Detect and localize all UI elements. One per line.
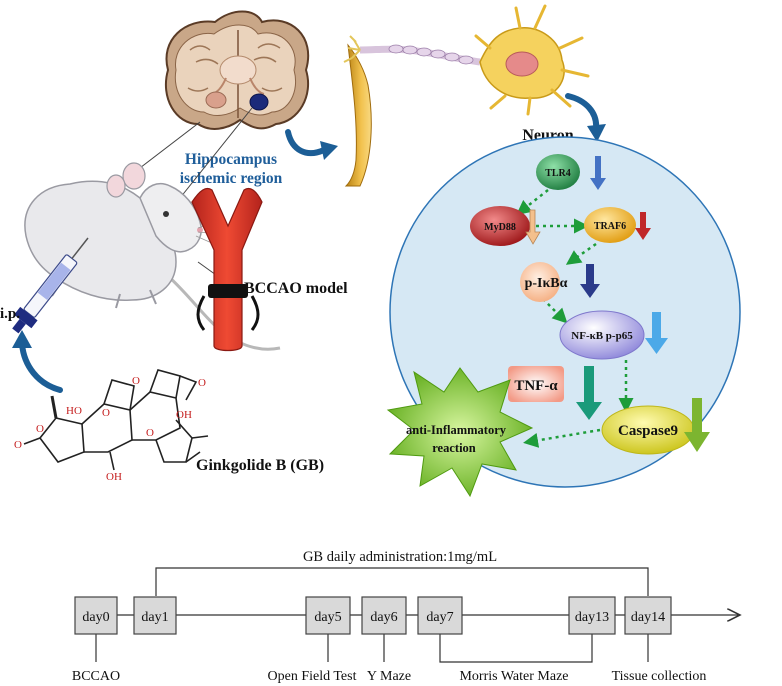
down-arrow-tlr4 xyxy=(590,156,606,190)
event-morris-water-maze: Morris Water Maze xyxy=(459,669,568,684)
down-arrow-tnfa xyxy=(576,366,602,420)
timeline: GB daily administration:1mg/mL day0 day1… xyxy=(72,549,740,684)
day-label-0: day0 xyxy=(82,610,109,625)
day-box-5 xyxy=(305,596,351,635)
down-arrow-traf6 xyxy=(635,212,651,240)
node-traf6-label: TRAF6 xyxy=(594,221,626,232)
neuron-illustration xyxy=(343,4,590,116)
bccao-artery-illustration xyxy=(191,187,263,352)
bccao-model-label: BCCAO model xyxy=(244,280,348,297)
day-box-7 xyxy=(417,596,463,635)
node-traf6 xyxy=(584,207,636,243)
day-label-14: day14 xyxy=(631,610,665,625)
anti-inflammatory-line1: anti-Inflammatory xyxy=(406,423,507,437)
atom-oh-right: OH xyxy=(176,409,192,421)
ginkgolide-b-molecule xyxy=(23,369,209,471)
event-tissue-collection: Tissue collection xyxy=(612,669,707,684)
day-label-7: day7 xyxy=(426,610,453,625)
anti-inflammatory-burst xyxy=(386,367,534,498)
brain-section-illustration xyxy=(164,10,309,130)
atom-oh-bottom: OH xyxy=(106,471,122,483)
node-myd88 xyxy=(470,206,530,246)
node-tnfa-label: TNF-α xyxy=(514,378,558,394)
atom-o-ring1: O xyxy=(36,423,44,435)
node-nfkb-label: NF-κB p-p65 xyxy=(571,330,633,342)
atom-ho: HO xyxy=(66,405,82,417)
node-caspase9-label: Caspase9 xyxy=(618,423,678,439)
day-label-1: day1 xyxy=(141,610,168,625)
pathway-dotted-arrows xyxy=(516,189,634,448)
event-y-maze: Y Maze xyxy=(367,669,411,684)
brain-to-hippocampus-arrow xyxy=(285,129,327,157)
hippocampus-tissue-strip xyxy=(344,43,372,187)
day-label-13: day13 xyxy=(575,610,609,625)
day-label-5: day5 xyxy=(314,610,341,625)
day-box-1 xyxy=(133,596,177,635)
event-bccao: BCCAO xyxy=(72,669,120,684)
atom-o-carbonyl: O xyxy=(198,377,206,389)
ip-label: i.p. xyxy=(0,306,20,322)
administration-label: GB daily administration:1mg/mL xyxy=(303,549,497,565)
morris-bracket xyxy=(439,634,593,663)
node-tlr4-label: TLR4 xyxy=(545,168,571,179)
atom-o-top: O xyxy=(132,375,140,387)
node-myd88-label: MyD88 xyxy=(484,222,516,233)
down-arrow-myd88 xyxy=(525,209,541,245)
event-open-field: Open Field Test xyxy=(268,669,357,684)
day-box-6 xyxy=(361,596,407,635)
down-arrows xyxy=(525,156,710,452)
syringe-illustration xyxy=(12,237,89,334)
molecule-atom-labels: HO OH OH O O O O O O xyxy=(14,375,206,483)
gb-to-mouse-arrow xyxy=(19,341,63,393)
node-tnfa xyxy=(508,366,564,402)
atom-o-left: O xyxy=(14,439,22,451)
administration-bracket xyxy=(155,567,649,596)
day-box-14 xyxy=(624,596,672,635)
node-nfkb xyxy=(559,310,645,360)
day-box-0 xyxy=(74,596,118,635)
hippocampus-label-line2: ischemic region xyxy=(180,170,283,187)
hippocampus-label-line1: Hippocampus xyxy=(185,151,277,168)
neuron-to-cell-arrow xyxy=(565,93,600,133)
node-pikba-label: p-IκBα xyxy=(525,276,568,291)
down-arrow-caspase9 xyxy=(684,398,710,452)
ginkgolide-label: Ginkgolide B (GB) xyxy=(196,457,324,474)
atom-o-ring2: O xyxy=(102,407,110,419)
node-tlr4 xyxy=(536,154,580,190)
down-arrow-nfkb xyxy=(645,312,668,354)
anti-inflammatory-line2: reaction xyxy=(432,441,476,455)
timeline-tick-lines xyxy=(95,634,649,662)
node-pikba xyxy=(520,262,560,302)
day-box-13 xyxy=(568,596,616,635)
day-label-6: day6 xyxy=(370,610,397,625)
down-arrow-pikba xyxy=(580,264,600,298)
atom-o-center: O xyxy=(146,427,154,439)
